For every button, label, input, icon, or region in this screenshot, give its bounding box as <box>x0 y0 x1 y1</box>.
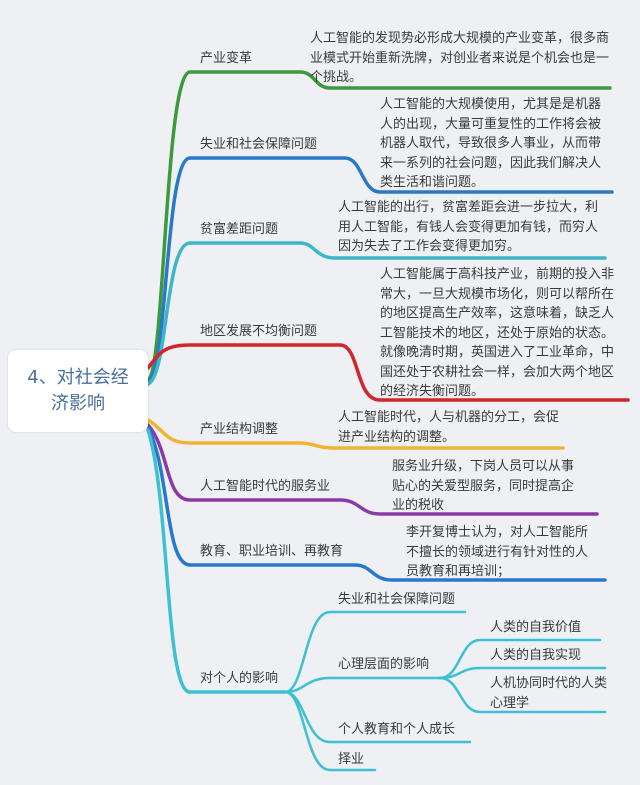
branch-detail-industry: 人工智能的发现势必形成大规模的产业变革，很多商业模式开始重新洗牌，对创业者来说是… <box>310 31 610 85</box>
branch-line-unemployment <box>146 156 614 384</box>
root-node[interactable]: 4、对社会经济影响 <box>8 350 148 432</box>
branch-line-industry <box>146 70 612 382</box>
branch-line-service <box>146 423 599 516</box>
branch-label-structure[interactable]: 产业结构调整 <box>200 422 279 437</box>
branch-label-education[interactable]: 教育、职业培训、再教育 <box>200 544 344 559</box>
sub-label-personal-growth[interactable]: 个人教育和个人成长 <box>338 722 456 737</box>
branch-line-structure <box>146 418 565 450</box>
branch-label-unemployment[interactable]: 失业和社会保障问题 <box>200 137 318 152</box>
branch-detail-structure: 人工智能时代，人与机器的分工，会促进产业结构的调整。 <box>338 410 560 445</box>
branch-line-region <box>146 343 630 402</box>
branch-detail-service: 服务业升级，下岗人员可以从事贴心的关爱型服务，同时提高企业的税收 <box>392 459 575 513</box>
sub-label-self-value[interactable]: 人类的自我价值 <box>490 620 582 635</box>
branch-label-region[interactable]: 地区发展不均衡问题 <box>200 324 318 339</box>
sub-label-human-machine-psychology[interactable]: 人机协同时代的人类心理学 <box>490 676 608 711</box>
sub-label-psychology[interactable]: 心理层面的影响 <box>338 657 430 672</box>
branch-label-service[interactable]: 人工智能时代的服务业 <box>200 479 331 494</box>
sub-label-self-realization[interactable]: 人类的自我实现 <box>490 648 582 663</box>
branch-line-education <box>146 426 607 582</box>
branch-label-industry[interactable]: 产业变革 <box>200 51 253 66</box>
branch-line-personal <box>146 428 287 694</box>
sub-label-career-choice[interactable]: 择业 <box>338 752 365 767</box>
branch-detail-region: 人工智能属于高科技产业，前期的投入非常大，一旦大规模市场化，则可以帮所在的地区提… <box>380 267 615 399</box>
branch-detail-wealth: 人工智能的出行，贫富差距会进一步拉大，利用人工智能，有钱人会变得更加有钱，而穷人… <box>338 200 599 254</box>
branch-detail-education: 李开复博士认为，对人工智能所不擅长的领域进行有针对性的人员教育和再培训； <box>406 525 589 579</box>
branch-label-personal[interactable]: 对个人的影响 <box>200 671 279 686</box>
branch-label-wealth[interactable]: 贫富差距问题 <box>200 222 279 237</box>
sub-label-unemployment[interactable]: 失业和社会保障问题 <box>338 592 456 607</box>
branch-detail-unemployment: 人工智能的大规模使用，尤其是是机器人的出现，大量可重复性的工作将会被机器人取代，… <box>380 97 602 190</box>
